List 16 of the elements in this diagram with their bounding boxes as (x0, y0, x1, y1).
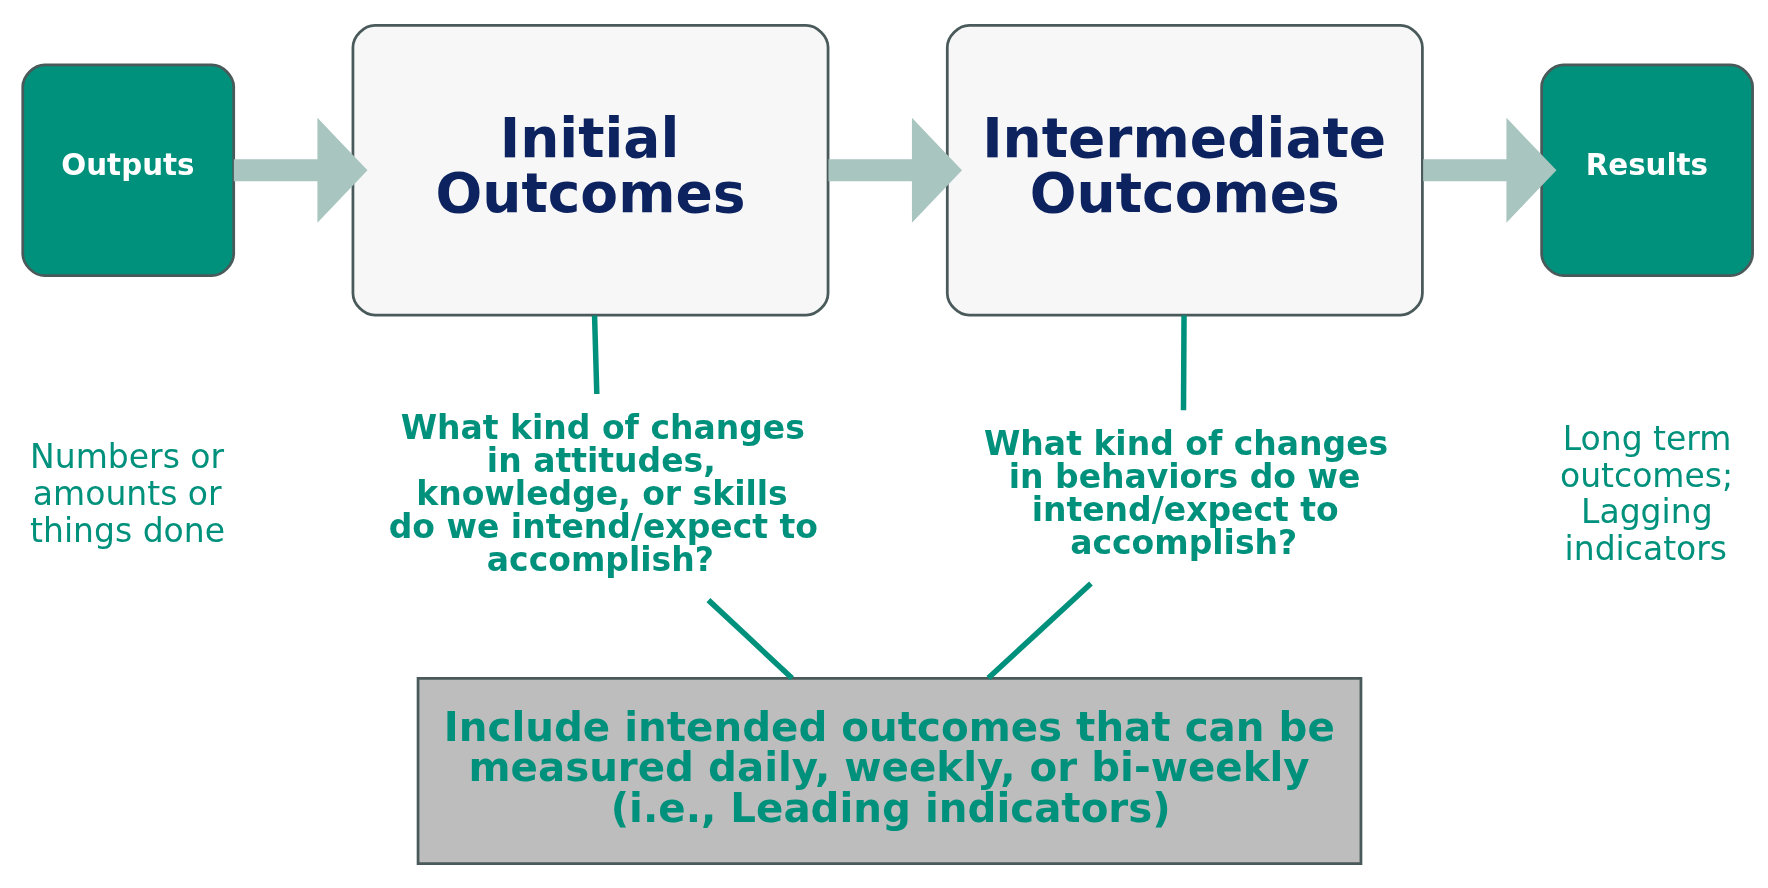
label: Long term outcomes; Lagging indicators (1559, 418, 1734, 568)
arrow (1423, 117, 1557, 223)
node-box: Outputs (21, 62, 236, 277)
node-box: Intermediate Outcomes (945, 23, 1424, 317)
node-box: Results (1540, 62, 1754, 277)
node-text: What kind of changes in behaviors do we intend/expect to accomplish? (983, 423, 1389, 562)
node-text: What kind of changes in attitudes, knowledge, or skills do we intend/expect to accomplish? (388, 407, 818, 579)
connector (591, 315, 600, 394)
node-box: Initial Outcomes (351, 23, 830, 317)
connector (706, 597, 794, 680)
connector (986, 580, 1093, 680)
arrow (828, 117, 962, 223)
arrow (233, 117, 368, 223)
connector (1180, 315, 1187, 410)
label: Numbers or amounts or things done (30, 436, 226, 550)
node-box: Include intended outcomes that can be measured daily, weekly, or bi-weekly (i.e., Leading indicators) (416, 676, 1363, 865)
